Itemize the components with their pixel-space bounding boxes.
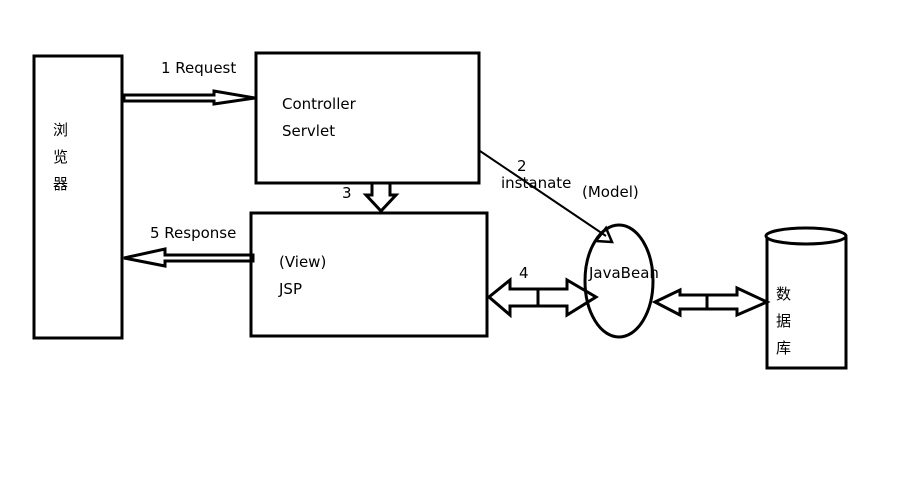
javabean-database-arrow <box>651 285 771 318</box>
step-1-label: 1 Request <box>161 59 237 77</box>
model-label: (Model) <box>582 183 639 201</box>
instanate-arrow-line <box>479 150 607 237</box>
javabean-ellipse <box>583 223 655 339</box>
request-arrow <box>122 89 256 106</box>
database-char-2: 据 <box>776 312 792 330</box>
browser-char-3: 器 <box>53 175 69 193</box>
response-arrow <box>123 247 255 268</box>
view-title: (View) <box>279 253 327 271</box>
view-javabean-arrow <box>486 276 599 319</box>
instanate-arrow-head <box>593 225 614 244</box>
controller-title: Controller <box>282 95 356 113</box>
step-3-label: 3 <box>342 184 352 202</box>
step-4-label: 4 <box>519 264 529 282</box>
step-2-number: 2 <box>517 157 527 175</box>
controller-subtitle: Servlet <box>282 122 336 140</box>
browser-char-2: 览 <box>53 148 69 166</box>
view-box <box>249 211 489 338</box>
browser-char-1: 浏 <box>53 121 69 139</box>
javabean-label: JavaBean <box>589 264 659 282</box>
database-top <box>764 226 848 246</box>
database-char-3: 库 <box>776 339 792 357</box>
browser-label: 浏 览 器 <box>53 117 68 198</box>
browser-box <box>32 54 124 340</box>
step-5-label: 5 Response <box>150 224 237 242</box>
step-2-label: instanate <box>501 174 572 192</box>
forward-arrow <box>362 184 400 214</box>
database-char-1: 数 <box>776 285 792 303</box>
controller-box <box>254 51 481 185</box>
database-label: 数 据 库 <box>776 281 791 362</box>
view-subtitle: JSP <box>279 280 302 298</box>
